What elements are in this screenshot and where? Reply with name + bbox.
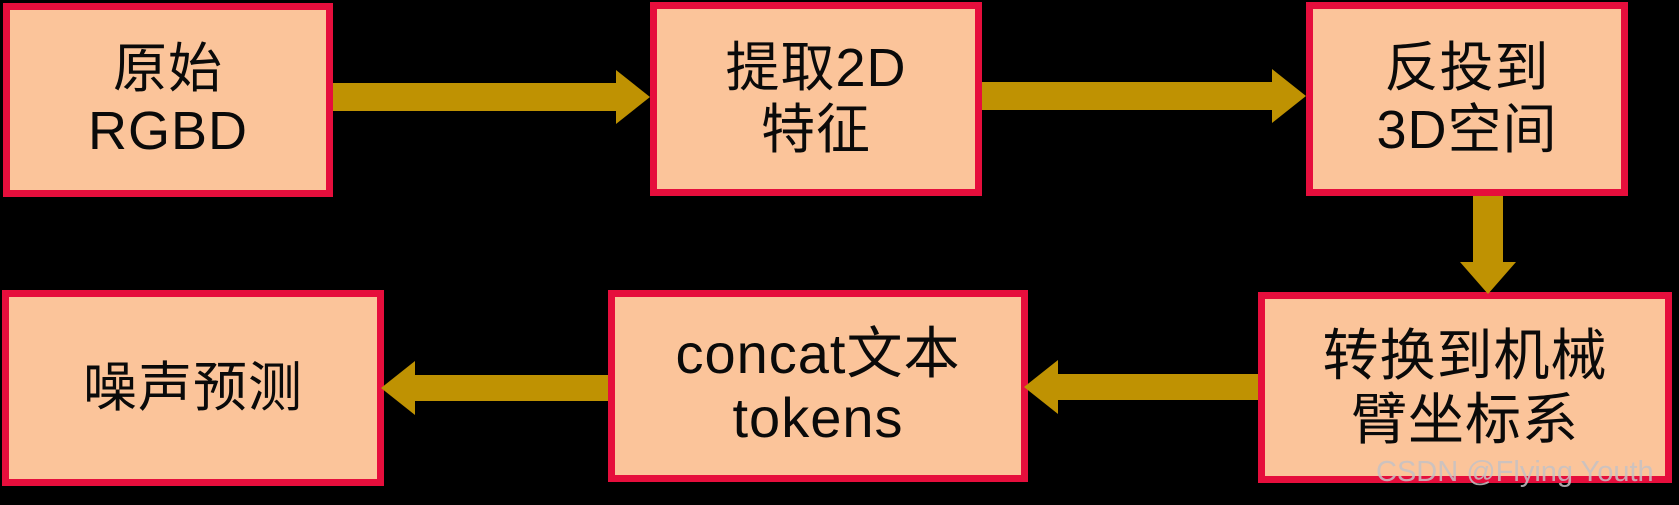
arrow-backproject-to-transform-icon xyxy=(1460,196,1516,294)
arrow-head-left-icon xyxy=(381,361,415,415)
node-transform-arm: 转换到机械 臂坐标系 xyxy=(1258,292,1672,483)
node-label-line: RGBD xyxy=(87,101,248,161)
node-label-line: 3D空间 xyxy=(1376,100,1558,160)
arrow-head-down-icon xyxy=(1460,262,1516,294)
node-concat-tokens: concat文本 tokens xyxy=(608,290,1028,482)
arrow-raw-to-extract-icon xyxy=(333,70,650,124)
watermark: CSDN @Flying Youth xyxy=(1376,456,1654,488)
node-label-line: 特征 xyxy=(761,100,871,160)
arrow-transform-to-concat-icon xyxy=(1024,360,1258,414)
node-label-line: 反投到 xyxy=(1384,38,1550,98)
node-label-line: concat文本 xyxy=(675,322,961,385)
arrow-head-left-icon xyxy=(1024,360,1058,414)
arrow-shaft xyxy=(982,82,1272,110)
node-raw-rgbd: 原始 RGBD xyxy=(3,3,333,197)
node-label-line: 噪声预测 xyxy=(83,358,303,418)
arrow-head-right-icon xyxy=(1272,69,1306,123)
node-label-line: tokens xyxy=(732,386,904,449)
node-noise-predict: 噪声预测 xyxy=(2,290,384,486)
arrow-shaft xyxy=(415,375,608,401)
node-label-line: 提取2D xyxy=(725,38,907,98)
arrow-shaft xyxy=(1058,374,1258,400)
node-backproject-3d: 反投到 3D空间 xyxy=(1306,2,1628,196)
arrow-shaft xyxy=(1473,196,1503,262)
arrow-shaft xyxy=(333,83,616,111)
arrow-head-right-icon xyxy=(616,70,650,124)
node-label-line: 转换到机械 xyxy=(1322,323,1608,387)
node-label-line: 原始 xyxy=(113,39,223,99)
node-extract-2d: 提取2D 特征 xyxy=(650,2,982,196)
arrow-extract-to-backproject-icon xyxy=(982,69,1306,123)
arrow-concat-to-noise-icon xyxy=(381,361,608,415)
node-label-line: 臂坐标系 xyxy=(1351,387,1579,451)
